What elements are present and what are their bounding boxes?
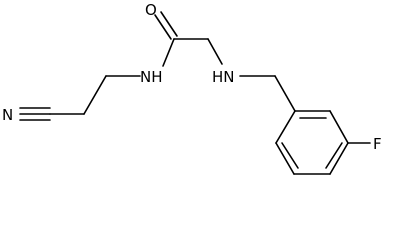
benzene-ring <box>275 110 349 175</box>
bond-nh-carbonyl <box>162 38 175 67</box>
amide-nh-label: NH <box>140 68 163 86</box>
bond-benzyl-ring <box>274 75 296 112</box>
bond-ch2-ch2 <box>83 75 107 115</box>
structure-svg: N O NH HN F <box>2 1 382 175</box>
amide-o-label: O <box>145 1 157 19</box>
carbonyl-double-bond <box>154 11 178 40</box>
fluorine-label: F <box>373 135 382 153</box>
molecule-diagram: N O NH HN F <box>2 1 382 175</box>
bond-ch2-hn <box>207 38 223 65</box>
amine-hn-label: HN <box>212 68 235 86</box>
nitrile-n-label: N <box>2 106 13 124</box>
nitrile-triple-bond <box>19 107 51 121</box>
